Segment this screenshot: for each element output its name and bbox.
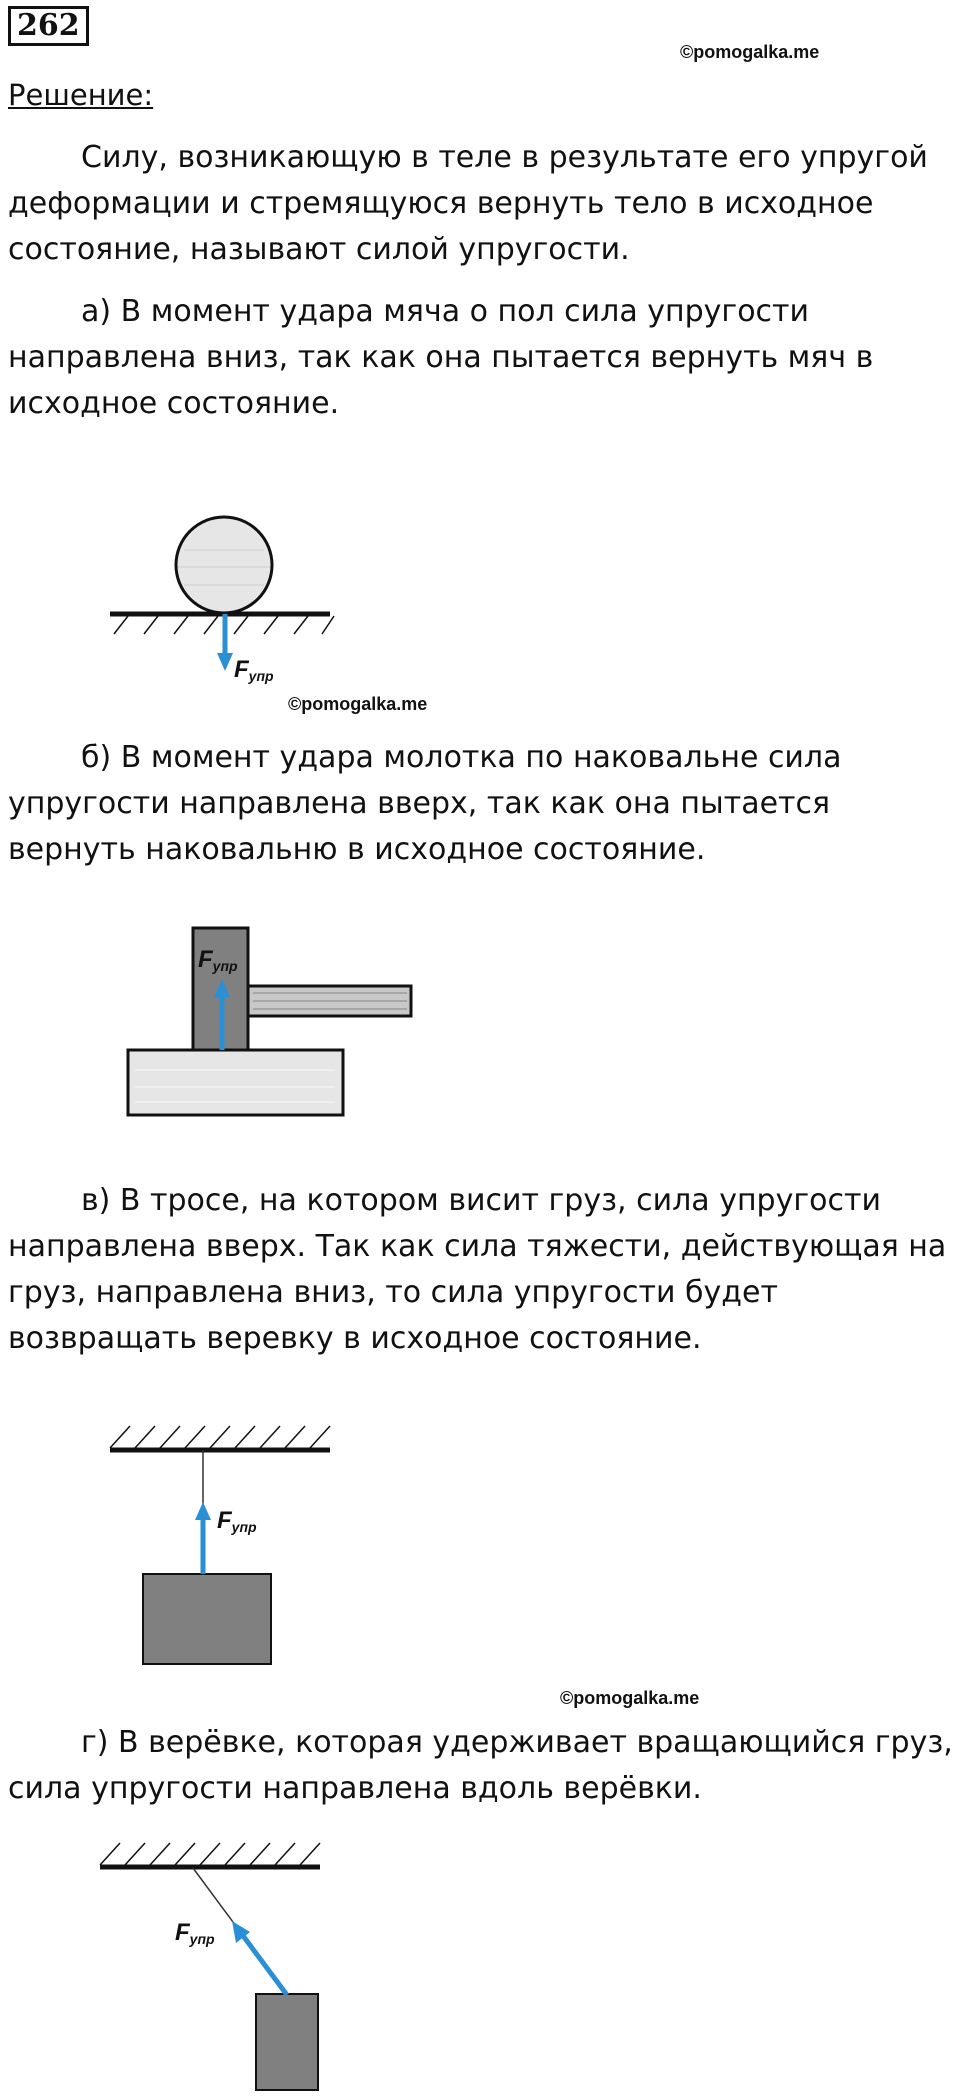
figure-rotating-weight: Fупр: [99, 1842, 321, 2091]
ceiling-hatching: [99, 1842, 321, 1866]
floor-hatching: [113, 615, 335, 635]
weight: [255, 1993, 319, 2091]
paragraph-b: б) В момент удара молотка по наковальне …: [8, 740, 842, 867]
watermark-top: ©pomogalka.me: [680, 42, 820, 62]
paragraph-g: г) В верёвке, которая удерживает вращающ…: [8, 1725, 953, 1806]
force-arrow-along-rope: [232, 1921, 290, 1997]
figure-ball-on-floor: Fупр: [110, 515, 335, 684]
paragraph-intro: Силу, возникающую в теле в результате ег…: [8, 140, 928, 267]
force-arrow-down: [217, 614, 233, 671]
ball: [174, 515, 274, 615]
watermark-mid: ©pomogalka.me: [288, 694, 428, 714]
weight: [142, 1573, 272, 1665]
force-label-a: Fупр: [234, 656, 274, 684]
ceiling-hatching: [109, 1425, 331, 1449]
anvil: [126, 1048, 345, 1117]
paragraph-a: а) В момент удара мяча о пол сила упруго…: [8, 294, 874, 421]
paragraph-v: в) В тросе, на котором висит груз, сила …: [8, 1183, 947, 1356]
problem-number: 262: [8, 6, 89, 46]
force-label-v: Fупр: [217, 1507, 257, 1535]
figure-hammer-anvil: Fупр: [126, 926, 413, 1117]
force-arrow-up: [214, 979, 230, 1050]
force-arrow-up: [195, 1502, 211, 1574]
figure-hanging-weight: Fупр: [109, 1425, 331, 1665]
solution-heading: Решение:: [8, 78, 154, 112]
watermark-bottom: ©pomogalka.me: [560, 1688, 700, 1708]
force-label-g: Fупр: [175, 1919, 215, 1947]
force-label-b: Fупр: [198, 946, 238, 974]
